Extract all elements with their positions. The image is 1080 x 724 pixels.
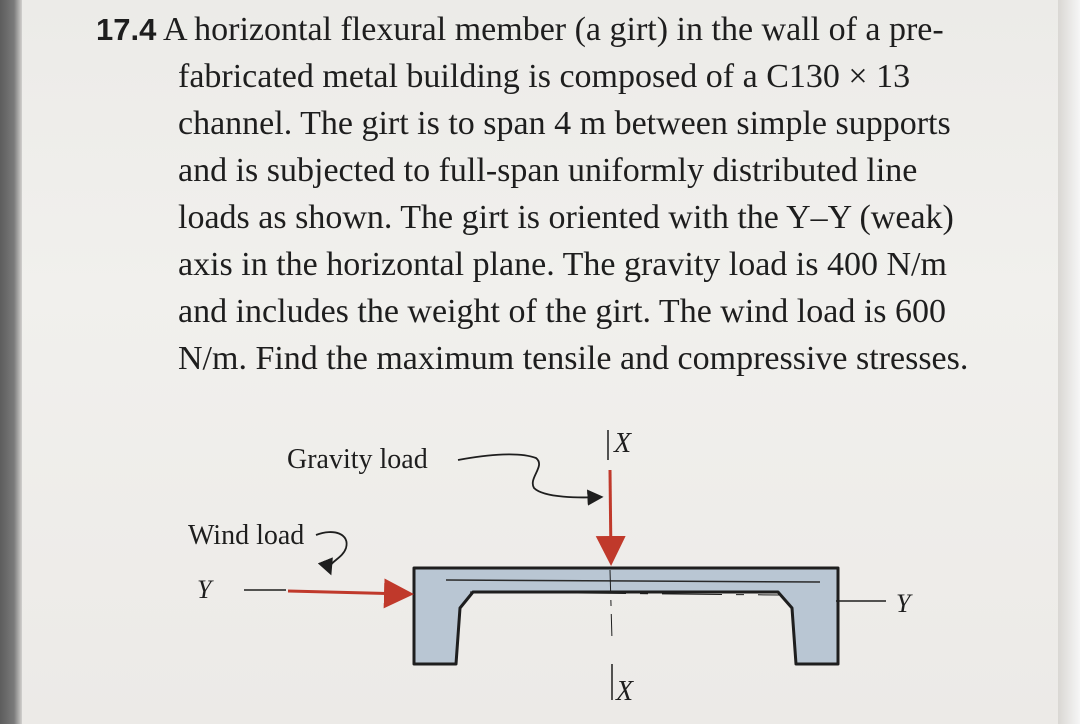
gravity-load-label: Gravity load: [287, 444, 428, 475]
textbook-page: 17.4 A horizontal flexural member (a gir…: [22, 0, 1060, 724]
wind-load-arrow: [287, 578, 414, 609]
axis-x-top-label: X: [613, 428, 632, 459]
channel-web-line: [445, 579, 821, 583]
y-axis-centerline: [469, 591, 781, 596]
problem-line-7: and includes the weight of the girt. The…: [178, 293, 947, 330]
problem-line-2: fabricated metal building is composed of…: [178, 58, 911, 95]
problem-line-5: loads as shown. The girt is oriented wit…: [178, 199, 954, 236]
gravity-load-arrow: [595, 469, 626, 566]
axis-y-right-label: Y: [896, 589, 913, 618]
problem-number: 17.4: [96, 12, 157, 47]
problem-line-4: and is subjected to full-span uniformly …: [178, 152, 918, 189]
x-axis-centerline: [609, 569, 613, 641]
axis-x-bottom-label: X: [615, 676, 634, 707]
problem-line-3: channel. The girt is to span 4 m between…: [178, 105, 951, 142]
problem-line-6: axis in the horizontal plane. The gravit…: [178, 246, 947, 283]
problem-line-8: N/m. Find the maximum tensile and compre…: [178, 340, 969, 377]
page-edge: [1058, 0, 1080, 724]
wind-load-label: Wind load: [188, 520, 304, 551]
axis-y-left-label: Y: [197, 575, 214, 604]
wind-label-leader: [315, 531, 348, 576]
problem-line-1: 17.4 A horizontal flexural member (a gir…: [96, 11, 944, 48]
gravity-label-leader: [457, 453, 604, 506]
problem-statement: 17.4 A horizontal flexural member (a gir…: [96, 6, 1056, 382]
